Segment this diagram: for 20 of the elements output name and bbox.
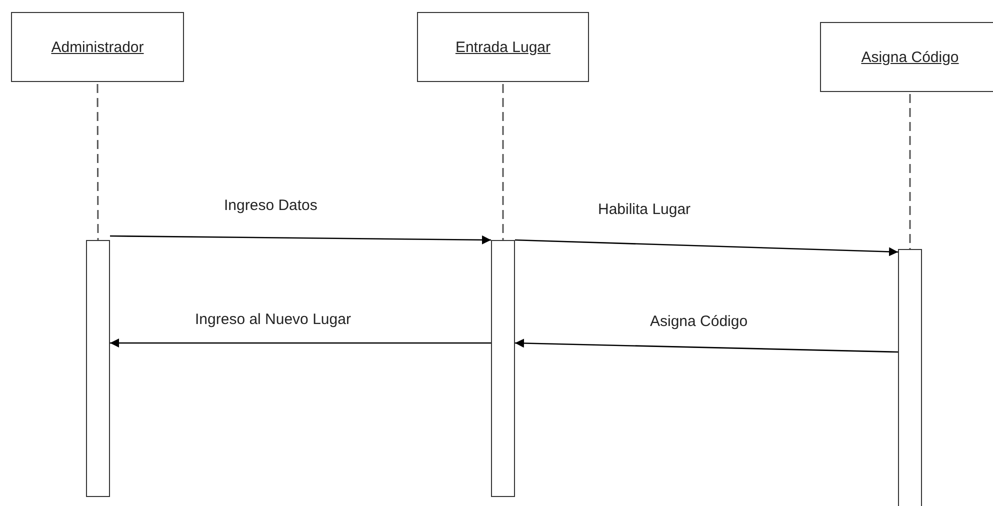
activation-bar (898, 249, 922, 506)
message-label: Asigna Código (648, 313, 750, 330)
object-name: Asigna Código (861, 48, 959, 66)
message-arrow (110, 235, 491, 244)
lifeline (96, 84, 99, 240)
activation-bar (491, 240, 515, 497)
object-name: Administrador (51, 38, 144, 56)
message-label: Ingreso al Nuevo Lugar (193, 311, 353, 328)
lifeline (909, 94, 911, 249)
object-box (820, 22, 993, 92)
message-label: Ingreso Datos (222, 197, 320, 214)
object-box (417, 12, 589, 82)
message-arrow (110, 338, 491, 348)
message-arrow (514, 239, 898, 256)
object-name: Entrada Lugar (455, 38, 551, 56)
activation-bar (86, 240, 110, 497)
object-box (11, 12, 184, 82)
message-arrow (514, 338, 898, 353)
lifeline (502, 84, 504, 240)
message-label: Habilita Lugar (596, 201, 693, 218)
